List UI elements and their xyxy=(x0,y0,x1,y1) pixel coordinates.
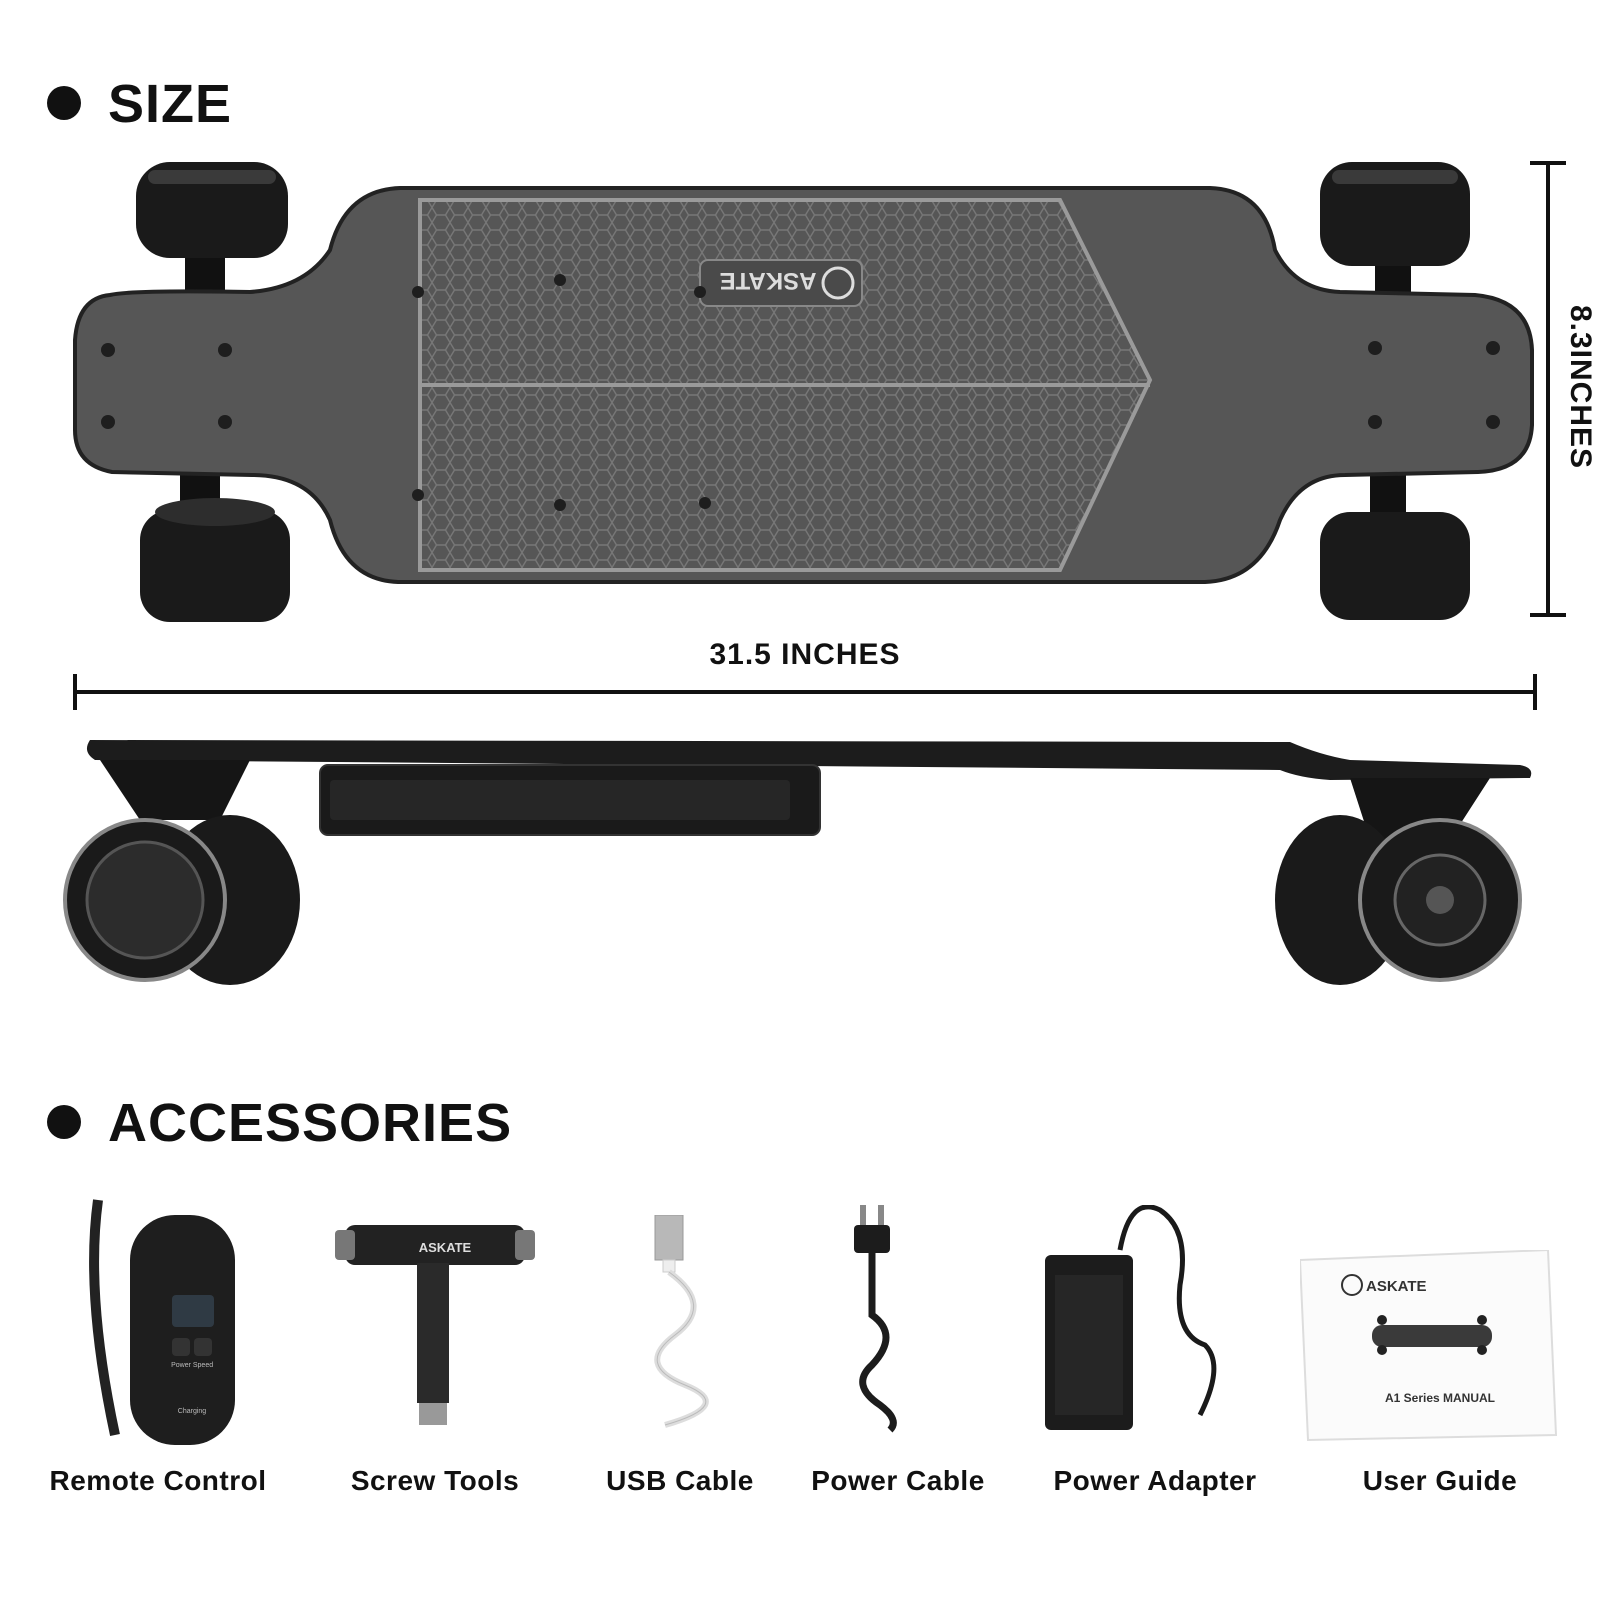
wheel-top-right-top xyxy=(1320,162,1470,266)
usb-cable-icon xyxy=(654,1215,709,1428)
wheel-top-right-bottom xyxy=(1320,512,1470,620)
deck-logo-text: ASKATE xyxy=(720,267,817,294)
tool-brand-label: ASKATE xyxy=(419,1240,472,1255)
length-dimension-line xyxy=(73,674,1537,710)
front-truck-side xyxy=(100,760,250,820)
remote-control-icon: Power Speed Charging xyxy=(89,1199,235,1445)
skateboard-side-view xyxy=(63,740,1532,985)
accessory-label-remote-control: Remote Control xyxy=(49,1465,267,1496)
remote-charging-label: Charging xyxy=(178,1408,207,1415)
accessory-label-user-guide: User Guide xyxy=(1362,1465,1518,1496)
size-bullet-icon xyxy=(47,86,81,120)
wheel-top-left-bottom xyxy=(140,498,290,622)
accessory-label-power-cable: Power Cable xyxy=(811,1465,985,1496)
power-adapter-icon xyxy=(1045,1205,1217,1430)
accessories-heading: ACCESSORIES xyxy=(108,1093,513,1153)
accessory-label-usb-cable: USB Cable xyxy=(606,1465,754,1496)
size-heading: SIZE xyxy=(108,74,233,134)
length-label: 31.5 INCHES xyxy=(709,638,901,671)
manual-brand: ASKATE xyxy=(1366,1278,1427,1295)
front-hub-motor-wheel xyxy=(63,815,300,985)
skateboard-top-view: ASKATE xyxy=(73,162,1534,622)
width-label-rotated: 8.3INCHES xyxy=(1564,304,1597,470)
accessory-label-power-adapter: Power Adapter xyxy=(1053,1465,1257,1496)
deck-bolts xyxy=(101,274,1500,511)
rear-hub-motor-wheel xyxy=(1275,815,1522,985)
remote-power-label: Power xyxy=(171,1362,192,1369)
accessory-label-screw-tools: Screw Tools xyxy=(350,1465,520,1496)
user-guide-icon: ASKATE A1 Series MANUAL xyxy=(1300,1250,1558,1442)
deck-logo-badge xyxy=(699,259,863,307)
t-tool-icon: ASKATE xyxy=(335,1225,535,1425)
remote-speed-label: Speed xyxy=(193,1362,213,1369)
deck-side xyxy=(86,740,1532,780)
accessories-bullet-icon xyxy=(47,1105,81,1139)
width-dimension-line xyxy=(1530,161,1566,617)
power-cable-icon xyxy=(854,1205,897,1433)
wheel-top-left-top xyxy=(136,162,288,258)
manual-title: A1 Series MANUAL xyxy=(1385,1391,1495,1405)
